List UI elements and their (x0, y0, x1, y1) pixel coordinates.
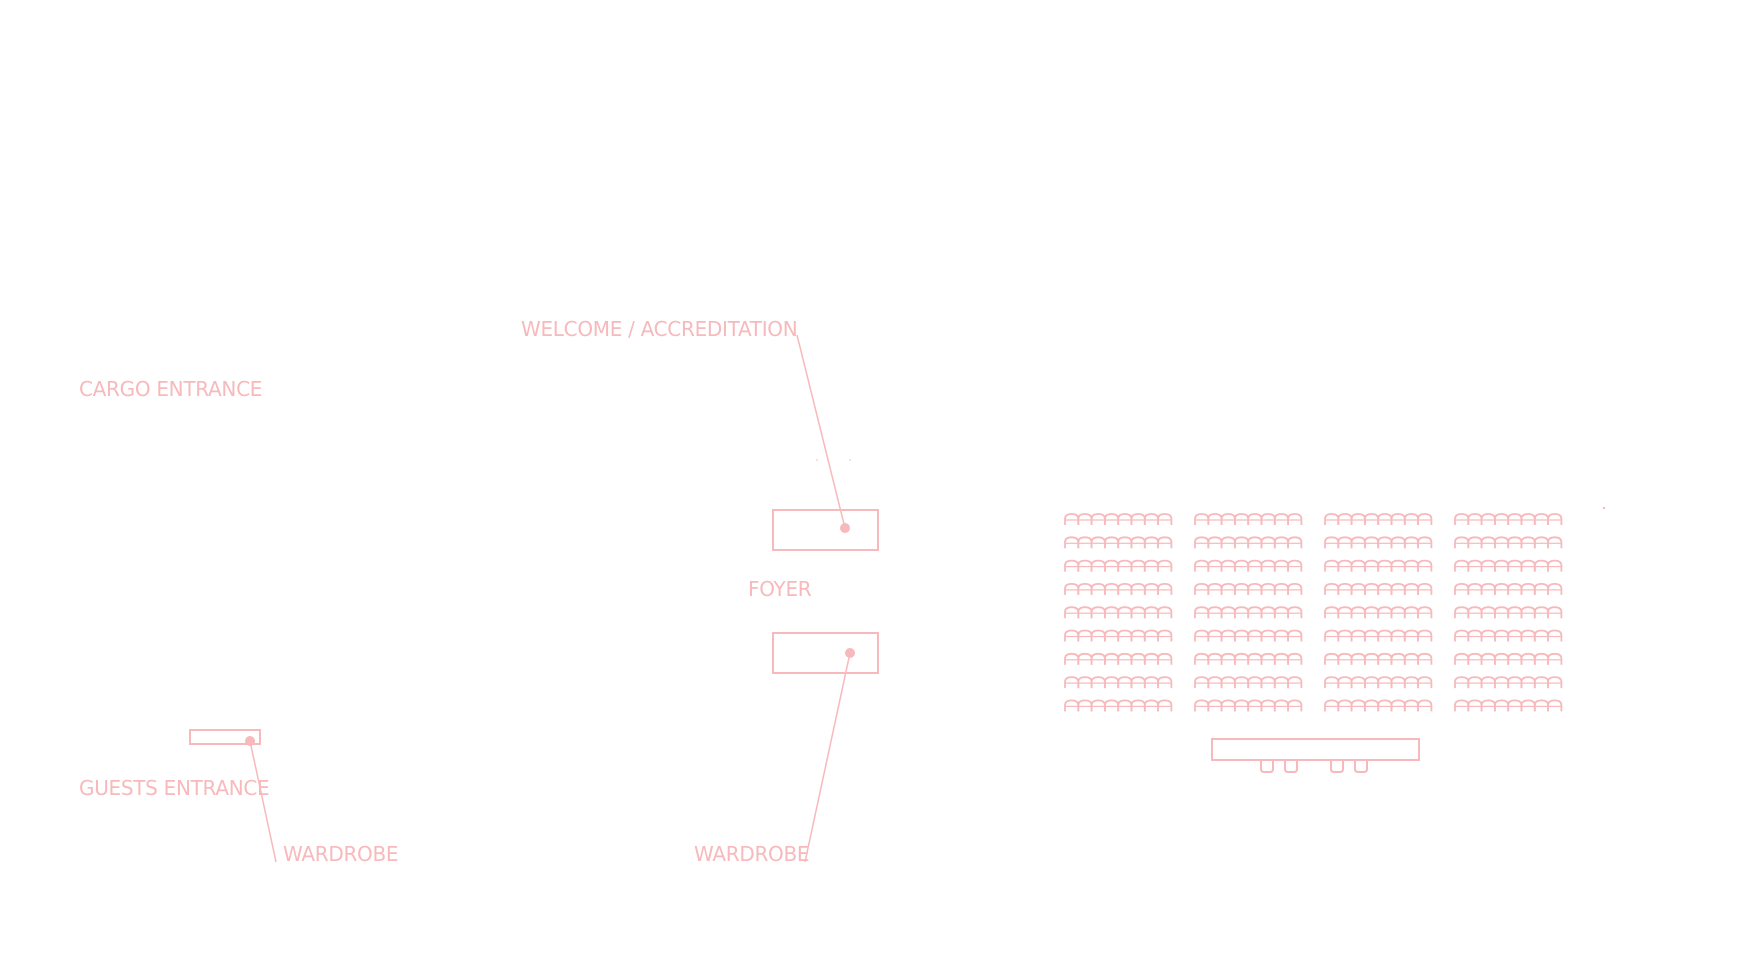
seat (1157, 513, 1173, 525)
seat (1417, 699, 1433, 712)
seat (1157, 652, 1173, 665)
seat (1547, 629, 1563, 642)
wardrobe-leader-left (249, 740, 277, 863)
seat (1547, 652, 1563, 665)
stage-chair (1260, 760, 1274, 773)
wardrobe-leader-right (804, 652, 851, 863)
seat (1547, 536, 1563, 549)
seat (1417, 629, 1433, 642)
seat (1547, 699, 1563, 712)
seat (1547, 606, 1563, 619)
seat (1547, 559, 1563, 572)
seat (1157, 582, 1173, 595)
seat (1287, 629, 1303, 642)
welcome-accreditation-label: WELCOME / ACCREDITATION (521, 317, 797, 341)
seat (1287, 676, 1303, 689)
seat (1287, 699, 1303, 712)
seat (1157, 629, 1173, 642)
wardrobe-counter-left (189, 729, 261, 745)
seat (1417, 606, 1433, 619)
stage-chair (1330, 760, 1344, 773)
foyer-label: FOYER (748, 577, 812, 601)
seat (1547, 582, 1563, 595)
seat (1287, 559, 1303, 572)
stage-chair (1284, 760, 1298, 773)
seat (1417, 536, 1433, 549)
seat (1547, 676, 1563, 689)
stage-table (1211, 738, 1420, 761)
accreditation-desk (772, 509, 879, 551)
stage-chairs (1260, 760, 1368, 773)
cargo-entrance-label: CARGO ENTRANCE (79, 377, 262, 401)
seat (1417, 676, 1433, 689)
seat (1157, 536, 1173, 549)
seat (1417, 513, 1433, 525)
seat (1417, 582, 1433, 595)
seat (1287, 606, 1303, 619)
seat (1157, 699, 1173, 712)
wardrobe-left-label: WARDROBE (283, 842, 398, 866)
guests-entrance-label: GUESTS ENTRANCE (79, 776, 269, 800)
seat (1417, 652, 1433, 665)
wardrobe-right-label: WARDROBE (694, 842, 809, 866)
wardrobe-counter-right (772, 632, 879, 674)
small-dot (816, 459, 818, 461)
seating-area (1064, 513, 1563, 712)
seat (1287, 536, 1303, 549)
seat (1547, 513, 1563, 525)
seat (1157, 559, 1173, 572)
seat (1287, 513, 1303, 525)
seat (1157, 676, 1173, 689)
seat (1287, 582, 1303, 595)
seat (1417, 559, 1433, 572)
seat (1157, 606, 1173, 619)
small-dot (1602, 506, 1606, 510)
stage-chair (1354, 760, 1368, 773)
accreditation-leader (796, 334, 846, 529)
seat (1287, 652, 1303, 665)
small-dot (849, 459, 851, 461)
